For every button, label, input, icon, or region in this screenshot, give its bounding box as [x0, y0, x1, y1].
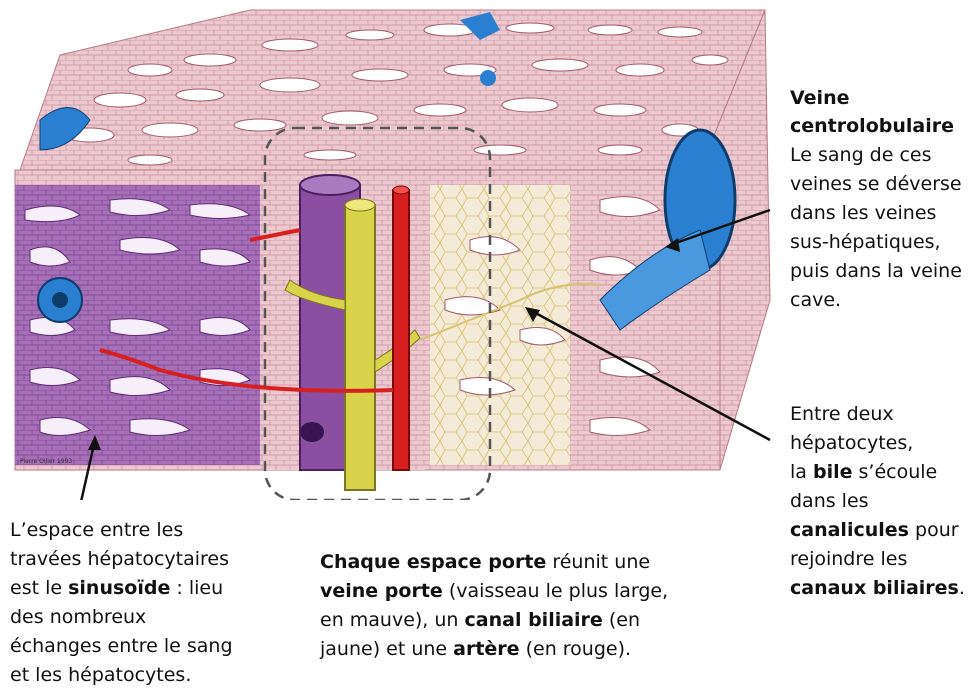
caption-central-vein-line5: puis dans la veine	[790, 257, 962, 285]
caption-central-vein-line1: Le sang de ces	[790, 141, 932, 169]
caption-sinusoid-line5: échanges entre le sang	[10, 632, 233, 660]
caption-sinusoid-line4: des nombreux	[10, 603, 146, 631]
caption-central-vein-line6: cave.	[790, 286, 841, 314]
caption-sinusoid-line6: et les hépatocytes.	[10, 661, 191, 689]
caption-portal-line3: en mauve), un canal biliaire (en	[320, 606, 640, 634]
caption-central-vein-line2: veines se déverse	[790, 170, 962, 198]
caption-bile-line1: Entre deux	[790, 400, 894, 428]
caption-portal-line2: veine porte (vaisseau le plus large,	[320, 577, 668, 605]
caption-bile-line2: hépatocytes,	[790, 429, 913, 457]
caption-portal-line1: Chaque espace porte réunit une	[320, 548, 650, 576]
caption-portal-line4: jaune) et une artère (en rouge).	[320, 635, 631, 663]
caption-central-vein-title2: centrolobulaire	[790, 112, 954, 140]
caption-bile-line4: dans les	[790, 487, 869, 515]
artery	[393, 190, 409, 470]
artist-signature: Pierre Ollier 1993	[20, 458, 72, 465]
canaliculi-area	[430, 185, 570, 465]
caption-central-vein-line4: sus-hépatiques,	[790, 228, 941, 256]
caption-sinusoid-line3: est le sinusoïde : lieu	[10, 574, 223, 602]
bile-duct	[345, 205, 375, 490]
caption-bile-line5: canalicules pour	[790, 516, 959, 544]
caption-sinusoid-line1: L’espace entre les	[10, 516, 183, 544]
caption-central-vein-line3: dans les veines	[790, 199, 936, 227]
caption-bile-line6: rejoindre les	[790, 545, 907, 573]
caption-sinusoid-line2: travées hépatocytaires	[10, 545, 229, 573]
caption-central-vein-title1: Veine	[790, 84, 849, 112]
caption-bile-line3: la bile s’écoule	[790, 458, 937, 486]
caption-bile-line7: canaux biliaires.	[790, 574, 965, 602]
liver-lobule-illustration	[0, 0, 780, 500]
